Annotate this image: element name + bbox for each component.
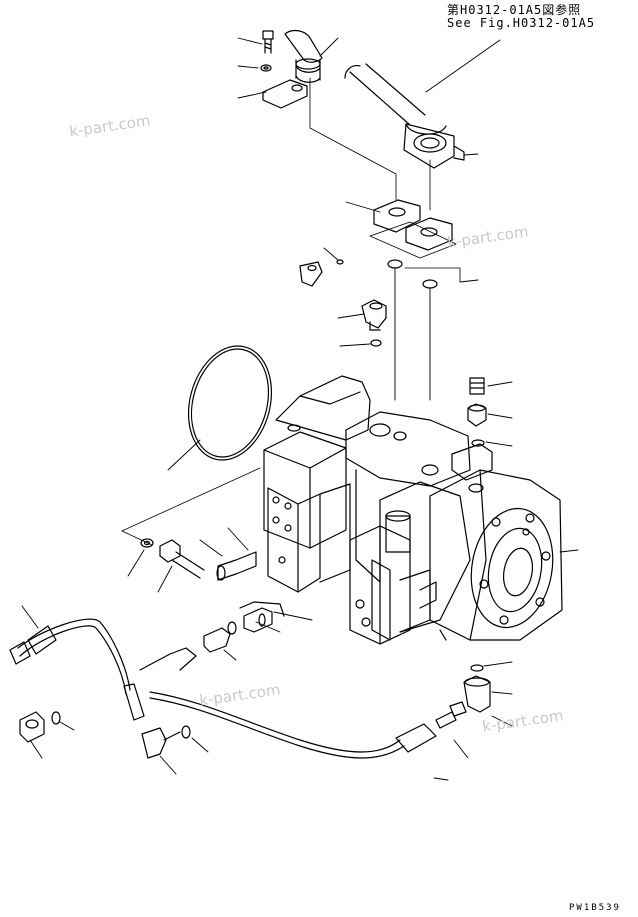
elbow-fitting-mid <box>361 299 387 331</box>
fittings-lower-left <box>19 711 191 759</box>
tee-fitting-right <box>449 675 491 717</box>
orings-top <box>387 259 438 401</box>
bolt-left <box>159 539 205 579</box>
figure-reference-japanese: 第H0312-01A5図参照 <box>447 3 582 17</box>
hose-lower-long <box>139 647 457 759</box>
drawing-code: PW1B539 <box>569 903 621 913</box>
washer-top <box>260 64 272 72</box>
washer-left <box>140 538 154 548</box>
pipe-main-top <box>344 63 465 169</box>
split-flange-half-left <box>262 79 308 109</box>
adapters-mid <box>203 601 285 653</box>
figure-reference-english: See Fig.H0312-01A5 <box>447 16 596 30</box>
fitting-elbow-small <box>299 259 344 287</box>
oring-mid <box>370 339 382 347</box>
split-flange-lower <box>369 199 457 259</box>
plug-right-top <box>467 377 487 447</box>
hose-upper-left <box>284 29 323 83</box>
pump-body <box>263 375 563 645</box>
oring-right-bottom <box>470 664 484 672</box>
connector-left <box>216 551 257 581</box>
bolt-top <box>262 30 274 54</box>
large-oring <box>187 345 273 461</box>
hose-left-long <box>9 618 145 721</box>
